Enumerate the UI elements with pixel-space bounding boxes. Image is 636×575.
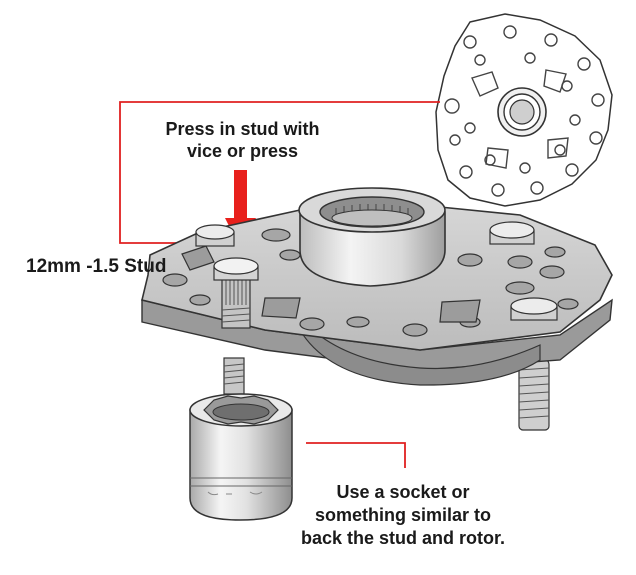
press-instruction-label: Press in stud with vice or press bbox=[140, 118, 345, 162]
rotor-leader-line bbox=[119, 101, 440, 244]
press-instruction-line-1: Press in stud with bbox=[165, 119, 320, 139]
stud-spec-label: 12mm -1.5 Stud bbox=[26, 256, 167, 277]
lower-studs bbox=[223, 357, 550, 431]
socket-tool bbox=[189, 393, 293, 521]
brake-rotor bbox=[435, 13, 613, 207]
press-instruction-line-2: vice or press bbox=[186, 141, 299, 161]
socket-instruction-line-1: Use a socket or bbox=[336, 482, 470, 502]
hub-barrel bbox=[298, 187, 446, 287]
socket-leader-line bbox=[306, 442, 406, 468]
socket-instruction-line-2: something similar to bbox=[314, 505, 492, 525]
pressed-stud bbox=[213, 257, 259, 329]
socket-instruction-line-3: back the stud and rotor. bbox=[300, 528, 506, 548]
stud-heads bbox=[195, 221, 558, 321]
leader-lines bbox=[119, 101, 440, 468]
socket-instruction-label: Use a socket or something similar to bac… bbox=[278, 481, 528, 550]
